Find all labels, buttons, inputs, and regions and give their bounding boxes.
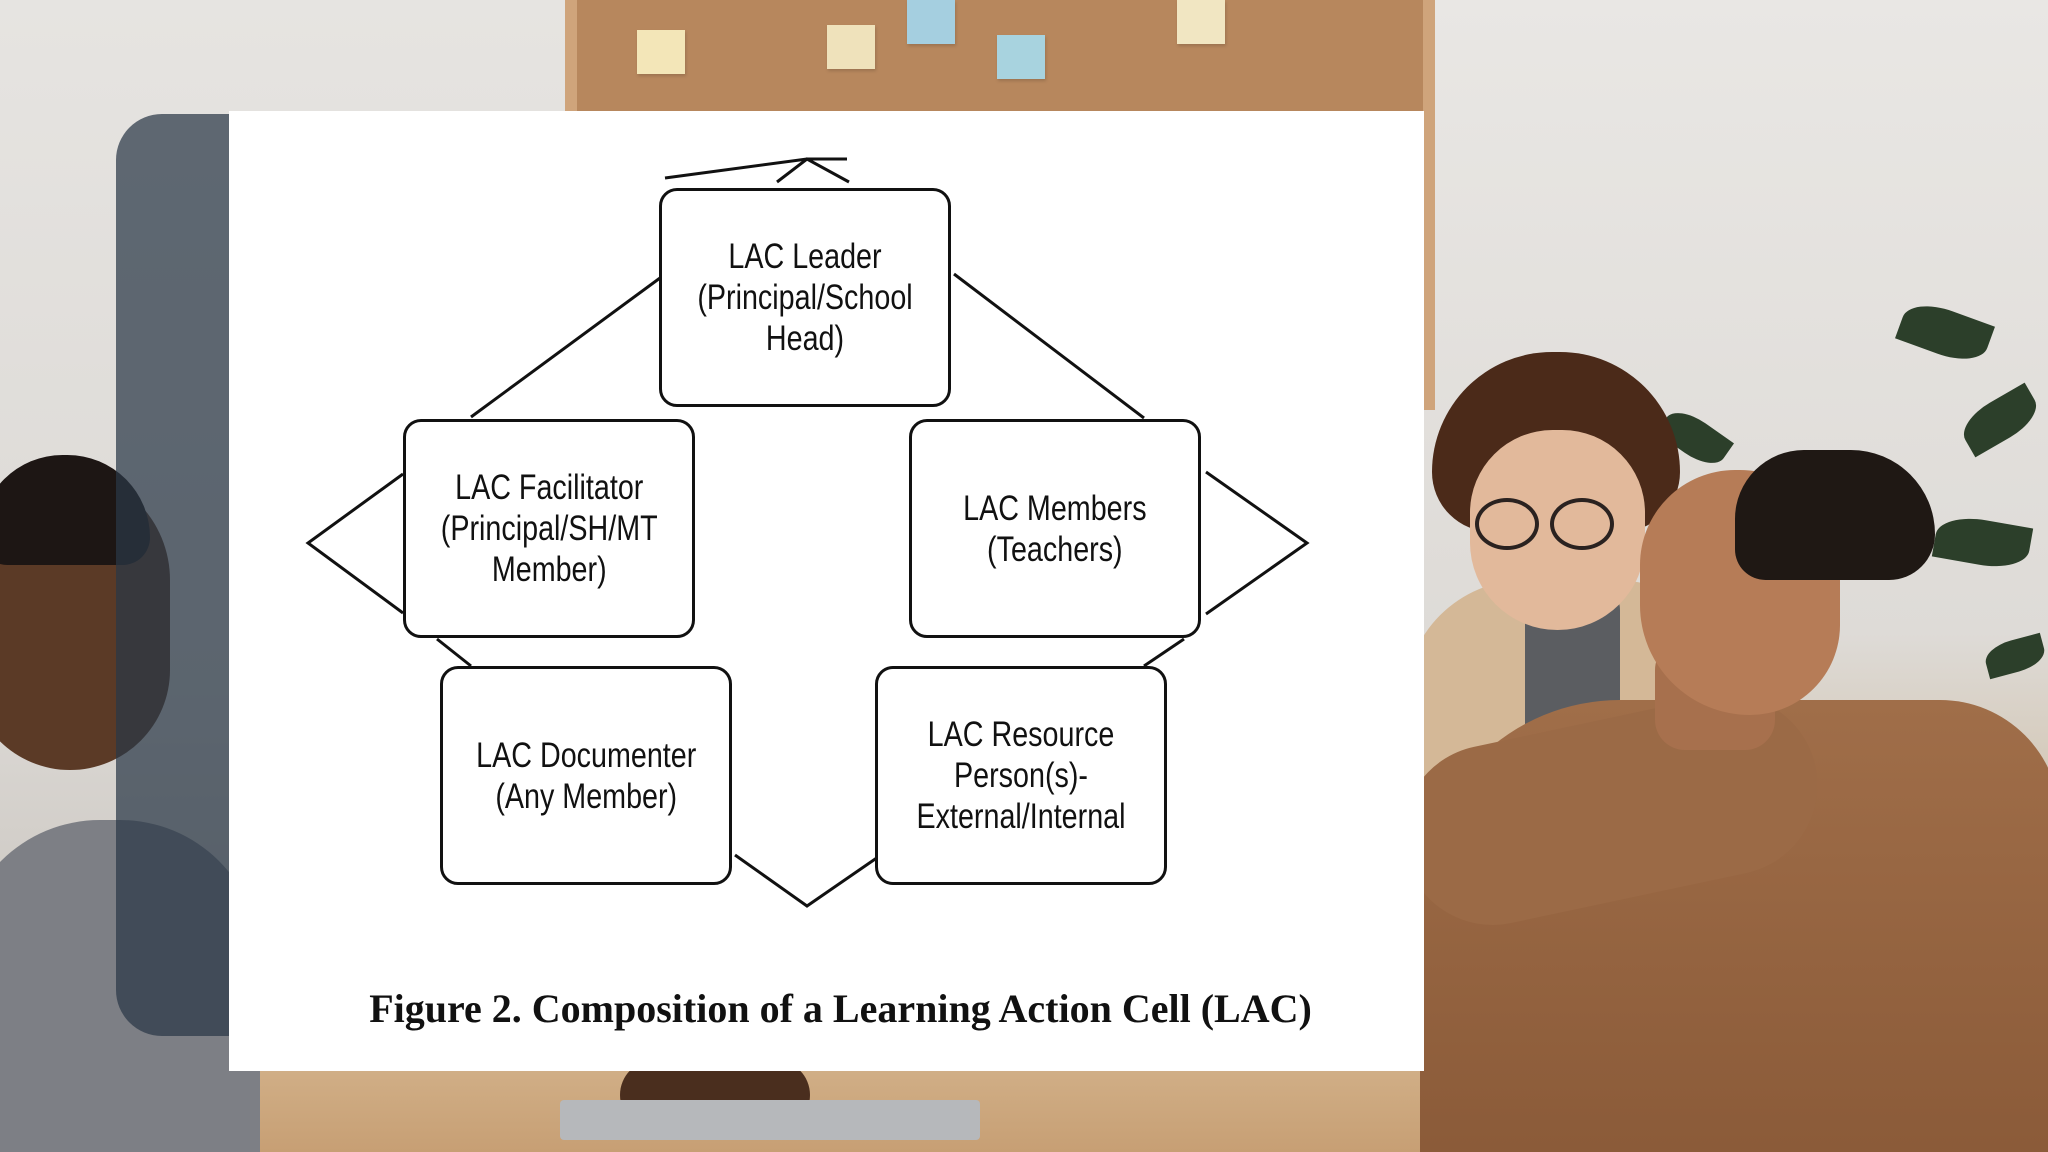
plant-leaf bbox=[1931, 512, 2034, 573]
plant-leaf bbox=[1981, 632, 2048, 680]
sticky-note bbox=[637, 30, 685, 74]
tint-panel bbox=[116, 114, 246, 1036]
figure-card: LAC Leader (Principal/School Head) LAC F… bbox=[229, 111, 1424, 1071]
connector-leader-facilitator bbox=[470, 276, 661, 419]
diagram-connectors bbox=[305, 157, 1310, 908]
node-lac-facilitator: LAC Facilitator (Principal/SH/MT Member) bbox=[403, 419, 695, 638]
node-lac-documenter: LAC Documenter (Any Member) bbox=[440, 666, 732, 885]
connector-left-point bbox=[305, 472, 404, 615]
plant-leaf bbox=[1895, 295, 1995, 370]
connector-members-resource bbox=[1143, 637, 1185, 668]
sticky-note bbox=[997, 35, 1045, 79]
node-label: LAC Leader (Principal/School Head) bbox=[697, 237, 913, 358]
glasses-icon bbox=[1550, 498, 1614, 550]
connector-apex bbox=[776, 157, 850, 184]
node-label: LAC Members (Teachers) bbox=[963, 488, 1147, 569]
connector-bottom-point bbox=[734, 853, 882, 908]
connector-leader-members bbox=[953, 272, 1145, 420]
node-lac-leader: LAC Leader (Principal/School Head) bbox=[659, 188, 951, 407]
glasses-icon bbox=[1475, 498, 1539, 550]
sticky-note bbox=[907, 0, 955, 44]
connector-facilitator-documenter bbox=[436, 637, 472, 668]
node-label: LAC Resource Person(s)- External/Interna… bbox=[916, 715, 1126, 836]
node-lac-resource-person: LAC Resource Person(s)- External/Interna… bbox=[875, 666, 1167, 885]
node-lac-members: LAC Members (Teachers) bbox=[909, 419, 1201, 638]
node-label: LAC Facilitator (Principal/SH/MT Member) bbox=[440, 468, 658, 589]
sticky-note bbox=[1177, 0, 1225, 44]
figure-caption: Figure 2. Composition of a Learning Acti… bbox=[369, 986, 1312, 1031]
node-label: LAC Documenter (Any Member) bbox=[475, 735, 697, 816]
man-hair bbox=[1735, 450, 1935, 580]
laptop bbox=[560, 1100, 980, 1140]
plant-leaf bbox=[1955, 382, 2045, 458]
sticky-note bbox=[827, 25, 875, 69]
connector-right-point bbox=[1205, 470, 1310, 616]
connector-top-apex bbox=[664, 157, 847, 180]
